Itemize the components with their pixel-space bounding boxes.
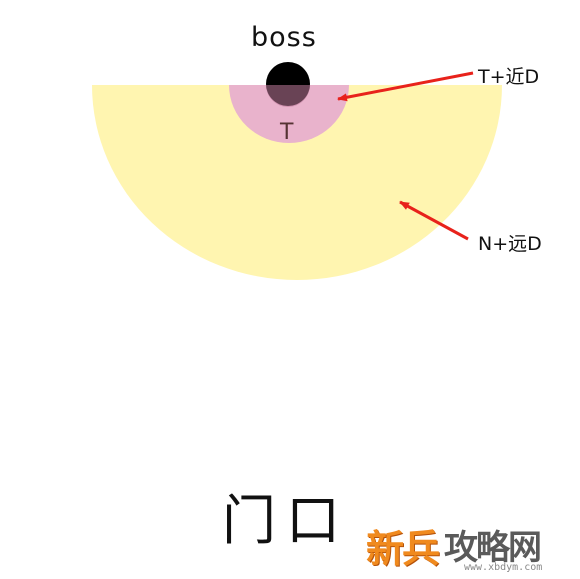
ranged-zone-label: N+远D <box>478 233 542 255</box>
tank-zone-arrow <box>337 71 474 102</box>
ranged-zone-area <box>92 85 502 280</box>
tank-marker-label: T <box>280 120 294 145</box>
melee-zone-area <box>229 85 349 143</box>
tank-zone-label: T+近D <box>478 66 540 88</box>
boss-marker-overlay <box>266 85 310 107</box>
boss-label: boss <box>251 22 317 53</box>
entrance-label: 门口 <box>222 489 350 552</box>
watermark-url: www.xbdym.com <box>464 562 543 573</box>
watermark-logo: 新兵 攻略网 www.xbdym.com <box>366 518 576 576</box>
watermark-site-name: 攻略网 <box>444 528 542 568</box>
ranged-zone-arrow <box>399 200 469 241</box>
watermark-brand: 新兵 <box>366 527 440 571</box>
